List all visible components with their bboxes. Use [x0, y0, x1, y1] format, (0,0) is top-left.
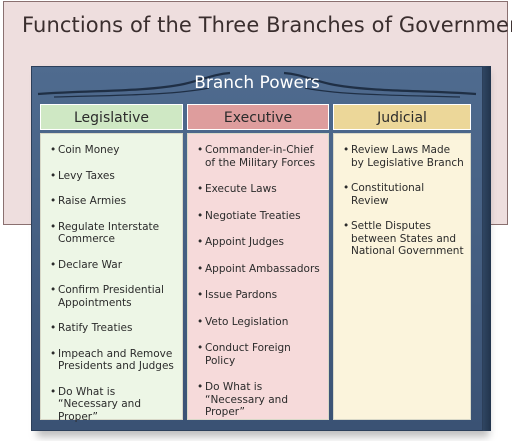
judicial-column: Judicial •Review Laws Made by Legislativ… [333, 104, 471, 420]
list-item-text: Conduct Foreign Policy [205, 342, 291, 367]
executive-header: Executive [187, 104, 329, 130]
page-title: Functions of the Three Branches of Gover… [22, 13, 512, 37]
list-item-text: Veto Legislation [205, 315, 289, 328]
list-item-text: Do What is “Necessary and Proper” [205, 381, 288, 418]
legislative-column: Legislative •Coin Money•Levy Taxes•Raise… [40, 104, 183, 423]
bullet-icon: • [197, 209, 204, 222]
list-item-text: Confirm Presidential Appointments [58, 284, 164, 309]
list-item-text: Review Laws Made by Legislative Branch [351, 144, 464, 169]
list-item-text: Settle Disputes between States and Natio… [351, 220, 464, 257]
bullet-icon: • [50, 258, 57, 271]
list-item-text: Appoint Judges [205, 236, 284, 248]
list-item: •Review Laws Made by Legislative Branch [343, 144, 464, 169]
bullet-icon: • [50, 385, 57, 398]
bullet-icon: • [197, 262, 204, 275]
list-item: •Issue Pardons [197, 289, 322, 302]
list-item: •Do What is “Necessary and Proper” [50, 386, 176, 424]
list-item-text: Commander-in-Chief of the Military Force… [205, 144, 316, 169]
bullet-icon: • [343, 182, 350, 194]
list-item-text: Declare War [58, 258, 123, 271]
list-item-text: Issue Pardons [205, 289, 278, 301]
bullet-icon: • [197, 236, 204, 248]
list-item-text: Appoint Ambassadors [205, 262, 320, 275]
judicial-header: Judicial [333, 104, 471, 130]
list-item: •Regulate Interstate Commerce [50, 221, 176, 246]
bullet-icon: • [197, 342, 204, 354]
list-item: •Execute Laws [197, 183, 322, 196]
bullet-icon: • [197, 315, 204, 328]
list-item-text: Regulate Interstate Commerce [58, 220, 160, 246]
bullet-icon: • [197, 381, 204, 393]
list-item: •Settle Disputes between States and Nati… [343, 220, 464, 258]
list-item: •Levy Taxes [50, 170, 176, 183]
bullet-icon: • [50, 144, 57, 156]
list-item: •Commander-in-Chief of the Military Forc… [197, 144, 322, 169]
bullet-icon: • [197, 183, 204, 195]
list-item: •Appoint Ambassadors [197, 263, 322, 276]
list-item-text: Levy Taxes [58, 169, 115, 182]
list-item: •Declare War [50, 259, 176, 272]
executive-list: •Commander-in-Chief of the Military Forc… [187, 133, 329, 420]
list-item: •Impeach and Remove Presidents and Judge… [50, 348, 176, 373]
bullet-icon: • [197, 144, 204, 156]
bullet-icon: • [343, 220, 350, 232]
executive-column: Executive •Commander-in-Chief of the Mil… [187, 104, 329, 420]
list-item: •Raise Armies [50, 195, 176, 208]
list-item: •Ratify Treaties [50, 322, 176, 335]
list-item-text: Negotiate Treaties [205, 209, 301, 222]
list-item: •Coin Money [50, 144, 176, 157]
list-item: •Negotiate Treaties [197, 210, 322, 223]
bullet-icon: • [50, 284, 57, 296]
list-item-text: Constitutional Review [351, 182, 425, 207]
judicial-list: •Review Laws Made by Legislative Branch•… [333, 133, 471, 420]
list-item: •Veto Legislation [197, 316, 322, 329]
list-item: •Constitutional Review [343, 182, 464, 207]
bullet-icon: • [50, 220, 57, 233]
list-item: •Conduct Foreign Policy [197, 342, 322, 367]
legislative-list: •Coin Money•Levy Taxes•Raise Armies•Regu… [40, 133, 183, 423]
list-item-text: Raise Armies [58, 195, 127, 207]
list-item-text: Ratify Treaties [58, 322, 133, 334]
bullet-icon: • [343, 144, 350, 156]
bullet-icon: • [50, 322, 57, 334]
branch-powers-heading: Branch Powers [194, 73, 320, 93]
list-item: •Confirm Presidential Appointments [50, 284, 176, 309]
bullet-icon: • [50, 169, 57, 182]
legislative-header: Legislative [40, 104, 183, 130]
list-item: •Appoint Judges [197, 236, 322, 249]
list-item-text: Impeach and Remove Presidents and Judges [58, 347, 174, 373]
list-item-text: Coin Money [58, 144, 120, 156]
list-item-text: Execute Laws [205, 183, 277, 195]
swirl-ornament-icon [37, 71, 477, 98]
list-item-text: Do What is “Necessary and Proper” [58, 385, 141, 423]
bullet-icon: • [50, 195, 57, 207]
bullet-icon: • [197, 289, 204, 301]
frame-side-edge [483, 66, 491, 431]
list-item: •Do What is “Necessary and Proper” [197, 381, 322, 419]
bullet-icon: • [50, 347, 57, 360]
